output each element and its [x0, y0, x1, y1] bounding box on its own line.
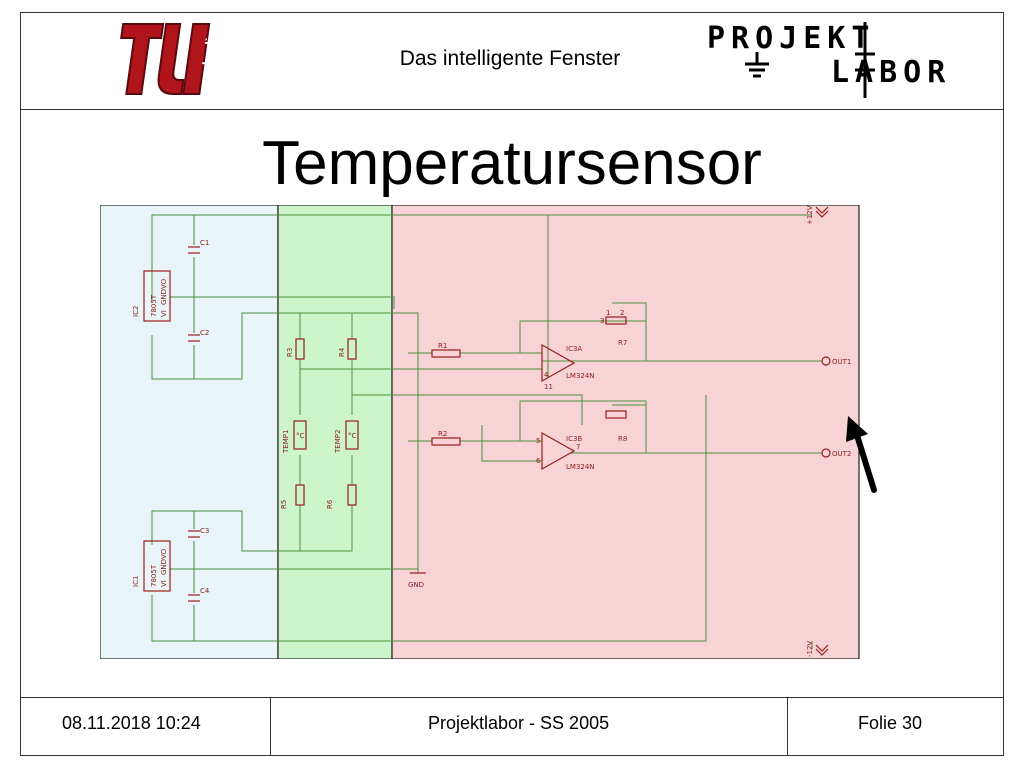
label-ic3a-part: LM324N — [566, 372, 595, 380]
label-out1: OUT1 — [832, 358, 851, 366]
label-r6: R6 — [326, 499, 334, 509]
label-r3: R3 — [286, 348, 294, 357]
label-ic3b-part: LM324N — [566, 463, 595, 471]
label-ic3b: IC3B — [566, 435, 582, 443]
label-ic3b-pin-7: 7 — [576, 443, 580, 451]
header-subtitle: Das intelligente Fenster — [399, 47, 621, 70]
footer-divider — [20, 697, 1004, 698]
label-temp2: TEMP2 — [334, 430, 342, 454]
potentiometer-r5 — [295, 484, 305, 506]
label-r8: R8 — [618, 435, 627, 443]
pointer-arrow-icon — [846, 416, 877, 493]
header-divider — [20, 109, 1004, 110]
label-temp1: TEMP1 — [282, 430, 290, 454]
slide-frame — [20, 12, 1004, 756]
label-r1: R1 — [438, 342, 447, 350]
label-c1: C1 — [200, 239, 209, 247]
tu-logo-text: berlin — [199, 30, 219, 65]
label-ic3b-pin-6: 6 — [536, 457, 541, 465]
label-supply-positive: +12V — [806, 205, 814, 225]
sensor-temp1 — [293, 420, 307, 450]
components — [143, 246, 831, 602]
label-c4: C4 — [200, 587, 210, 595]
label-ic3a: IC3A — [566, 345, 582, 353]
zone-power-supply — [100, 205, 279, 659]
wiring — [151, 214, 822, 649]
resistor-r3 — [295, 338, 305, 360]
label-temp2-unit: °C — [348, 432, 357, 440]
sensor-temp2 — [345, 420, 359, 450]
projekt-logo-line1: PROJEKT — [707, 21, 875, 56]
ground-symbol-icon — [745, 52, 769, 78]
label-r4: R4 — [338, 347, 346, 357]
footer-separator-left — [270, 697, 271, 756]
label-ic2: IC2 — [132, 306, 140, 317]
label-c2: C2 — [200, 329, 209, 337]
capacitor-c3 — [188, 530, 200, 538]
label-ic2-pin-out: VO — [160, 278, 168, 289]
diode-symbol-icon — [855, 22, 875, 98]
circuit-schematic: IC2 7805T VI GND VO IC1 7805T VI GND VO … — [100, 205, 860, 659]
capacitor-c2 — [188, 334, 200, 342]
label-ic1-part: 7805T — [150, 564, 158, 587]
capacitor-c1 — [188, 246, 200, 254]
supply-negative-symbol — [815, 644, 829, 652]
zone-amplifiers — [391, 205, 860, 659]
output-terminal-out2 — [821, 448, 831, 458]
op-amp-ic3b — [541, 431, 576, 471]
projekt-logo-line2: LABOR — [831, 55, 951, 90]
footer-course: Projektlabor - SS 2005 — [428, 713, 610, 733]
label-temp1-unit: °C — [296, 432, 305, 440]
potentiometer-r6 — [347, 484, 357, 506]
output-terminal-out1 — [821, 356, 831, 366]
supply-symbols — [815, 206, 829, 656]
label-ic1-pin-in: VI — [160, 580, 168, 587]
label-ic3a-pin-11: 11 — [544, 383, 553, 391]
label-r7: R7 — [618, 339, 627, 347]
label-supply-negative: -12V — [806, 641, 814, 657]
op-amp-ic3a — [541, 343, 576, 383]
label-r7-pin-3: 3 — [600, 317, 604, 325]
tu-berlin-logo: berlin — [120, 23, 219, 95]
potentiometer-r8 — [605, 410, 627, 419]
label-ic1-pin-gnd: GND — [160, 559, 168, 575]
label-ic2-part: 7805T — [150, 294, 158, 317]
label-r5: R5 — [280, 500, 288, 509]
label-r2: R2 — [438, 430, 447, 438]
potentiometer-r7 — [605, 316, 627, 325]
schematic-labels: IC2 7805T VI GND VO IC1 7805T VI GND VO … — [132, 205, 851, 657]
resistor-r4 — [347, 338, 357, 360]
label-ic2-pin-in: VI — [160, 310, 168, 317]
label-ic2-pin-gnd: GND — [160, 289, 168, 305]
label-ic1: IC1 — [132, 576, 140, 587]
capacitor-c4 — [188, 594, 200, 602]
label-ic3a-pin-4: 4 — [544, 371, 549, 379]
label-ic3b-pin-5: 5 — [536, 437, 540, 445]
label-out2: OUT2 — [832, 450, 851, 458]
resistor-r2 — [431, 437, 461, 446]
footer-date: 08.11.2018 10:24 — [62, 713, 201, 733]
label-c3: C3 — [200, 527, 209, 535]
supply-positive-symbol — [815, 206, 829, 214]
regulator-ic1 — [143, 540, 171, 592]
slide-title: Temperatursensor — [262, 129, 762, 198]
label-ground: GND — [408, 581, 424, 589]
regulator-ic2 — [143, 270, 171, 322]
footer-separator-right — [787, 697, 788, 756]
label-r7-pin-1: 1 — [606, 309, 610, 317]
projektlabor-logo: PROJEKT LABOR — [707, 21, 951, 98]
label-r7-pin-2: 2 — [620, 309, 624, 317]
resistor-r1 — [431, 349, 461, 358]
footer-slide-number: Folie 30 — [858, 713, 923, 733]
label-ic1-pin-out: VO — [160, 548, 168, 559]
